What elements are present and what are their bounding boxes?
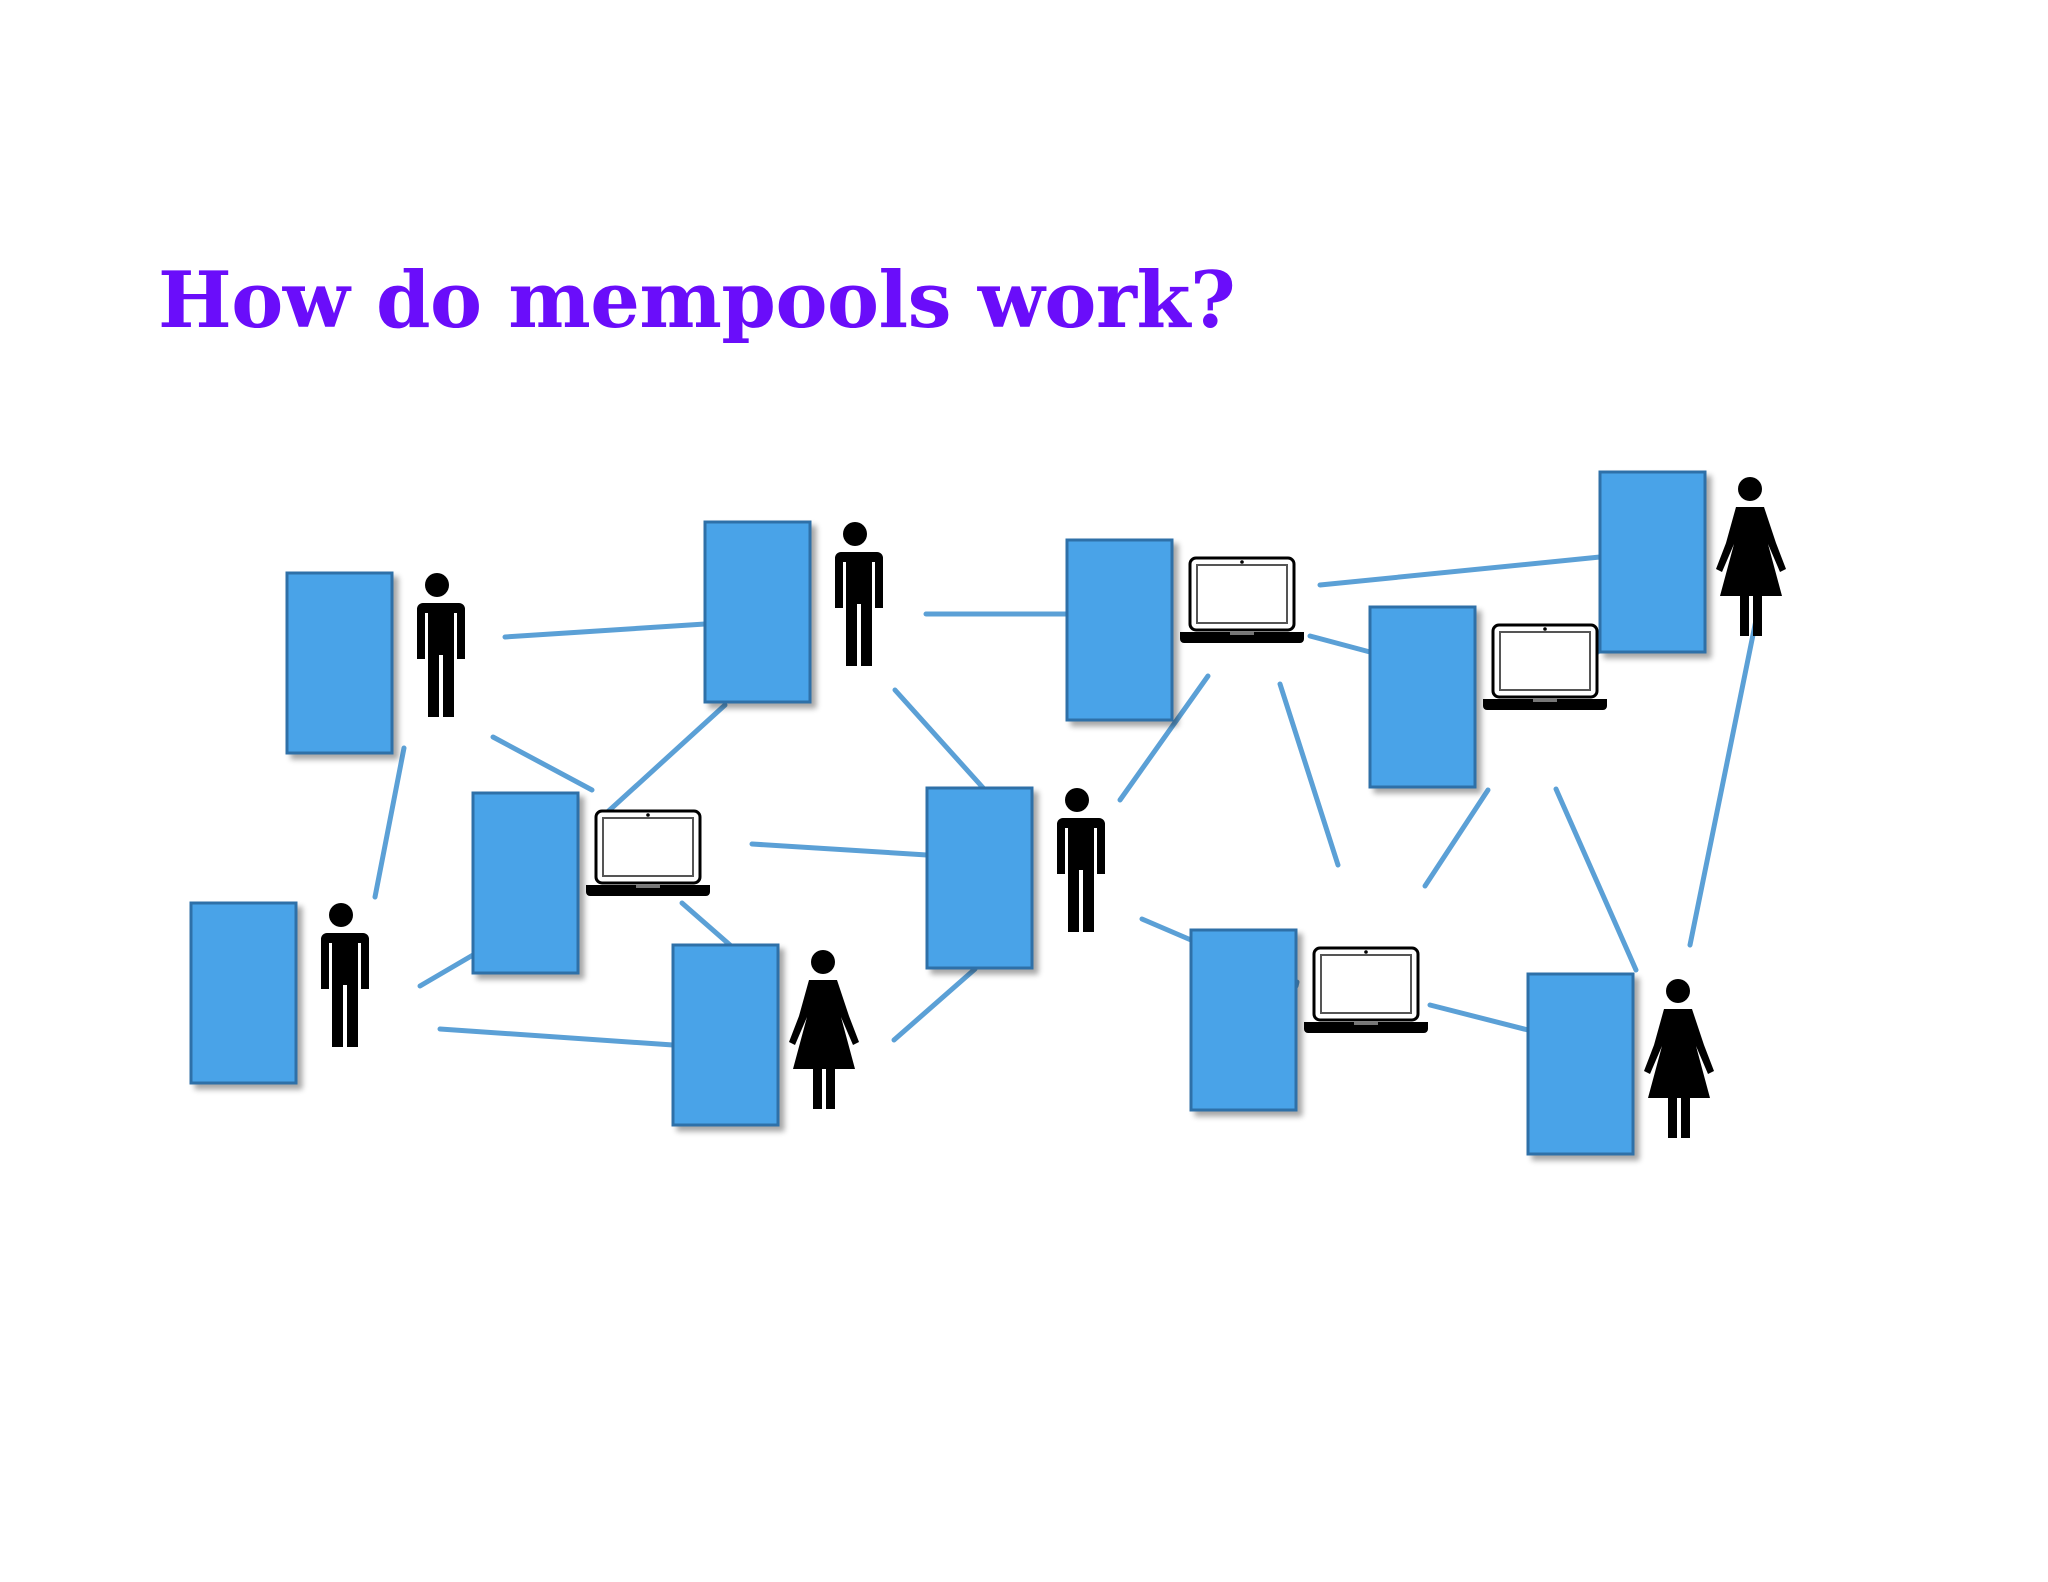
laptop-icon [1483,623,1607,710]
network-link [372,745,407,900]
peer-node [1065,538,1304,722]
woman-icon [789,950,859,1109]
mempool-block [471,791,580,975]
mempool-block [1065,538,1174,722]
peer-node [925,786,1105,970]
mempool-block [1598,470,1707,654]
network-link [892,687,988,793]
network-edges [372,554,1759,1048]
mempool-block [189,901,298,1085]
man-icon [833,522,883,666]
mempool-block [1368,605,1477,789]
page-title: How do mempools work? [158,255,1236,346]
network-link [1277,681,1341,868]
woman-icon [1716,477,1786,636]
network-link [1307,633,1373,655]
network-link [749,841,930,858]
peer-node [671,943,859,1127]
laptop-icon [1304,946,1428,1033]
laptop-icon [1180,556,1304,643]
peer-node [703,520,883,704]
mempool-block [285,571,394,755]
network-nodes [189,470,1786,1156]
man-icon [319,903,369,1047]
peer-node [1368,605,1607,789]
mempool-block [1526,972,1635,1156]
peer-node [285,571,465,755]
mempool-block [671,943,780,1127]
network-link [1427,1002,1531,1033]
network-link [1422,787,1491,889]
man-icon [1055,788,1105,932]
network-link [1139,916,1194,943]
peer-node [1526,972,1714,1156]
network-link [437,1026,676,1048]
network-link [417,952,476,989]
woman-icon [1644,979,1714,1138]
network-link [891,966,978,1043]
mempool-block [703,520,812,704]
network-link [502,621,708,640]
network-link [679,900,733,948]
network-link [1687,617,1759,948]
peer-node [1598,470,1786,654]
man-icon [415,573,465,717]
mempool-block [1189,928,1298,1112]
network-link [1317,554,1603,588]
peer-node [189,901,369,1085]
peer-node [471,791,710,975]
network-link [599,702,728,820]
peer-node [1189,928,1428,1112]
laptop-icon [586,809,710,896]
network-link [490,734,595,793]
mempool-block [925,786,1034,970]
network-link [1553,786,1639,973]
network-link [1117,673,1211,803]
